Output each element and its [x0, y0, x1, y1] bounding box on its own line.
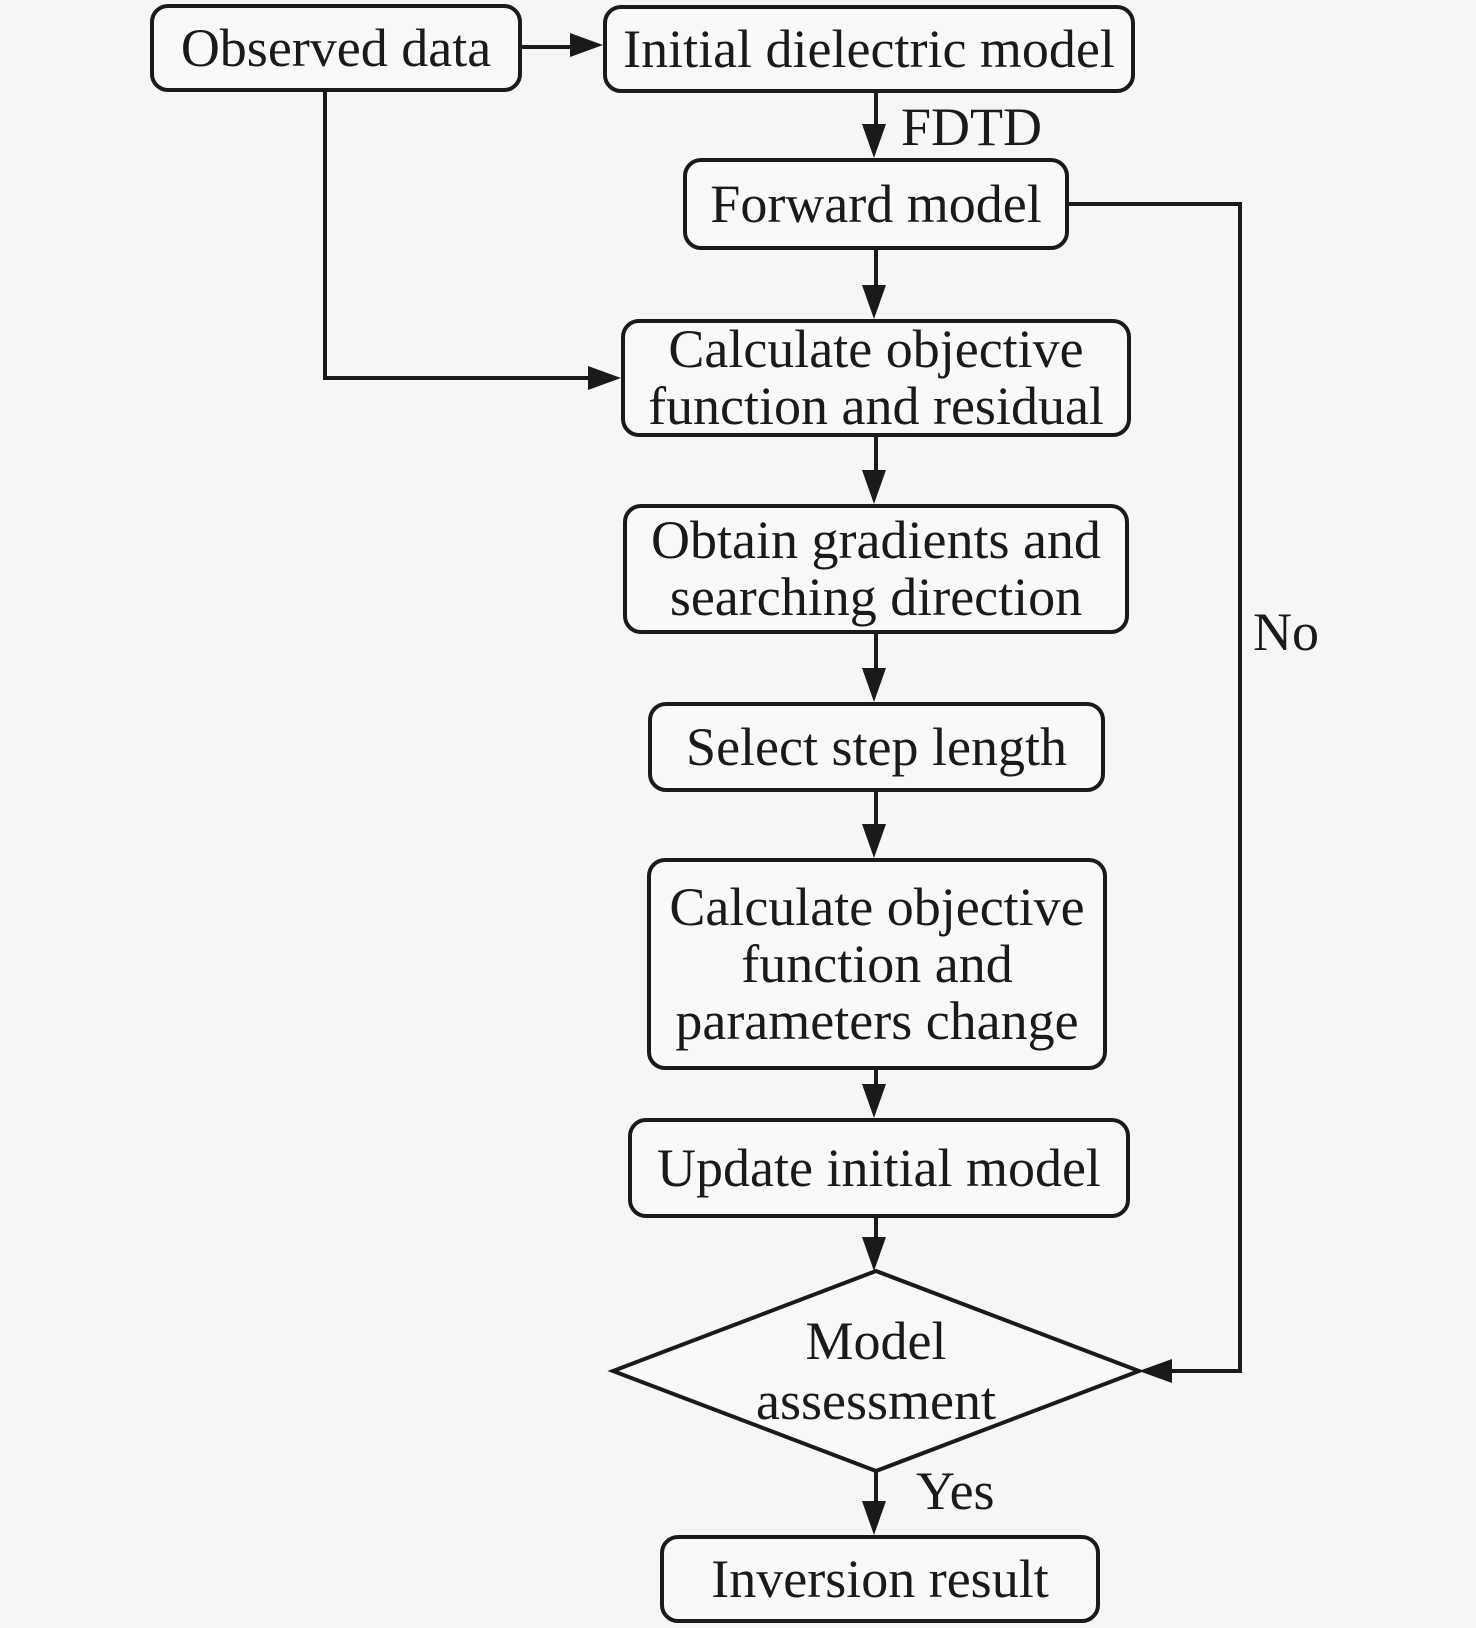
edge-no-loop-top-line	[1069, 202, 1242, 206]
arrowhead-down-icon	[862, 1084, 886, 1118]
arrowhead-down-icon	[862, 1237, 886, 1271]
arrowhead-down-icon	[862, 824, 886, 858]
node-update-initial-model: Update initial model	[628, 1118, 1130, 1218]
edge-step-to-change-line	[874, 792, 878, 825]
edge-no-loop-vertical-line	[1238, 202, 1242, 1373]
arrowhead-down-icon	[862, 285, 886, 319]
node-observed-data: Observed data	[150, 4, 522, 92]
node-calculate-objective-parameters: Calculate objective function and paramet…	[647, 858, 1107, 1070]
arrowhead-right-icon	[570, 33, 603, 57]
edge-observed-to-initial-line	[522, 45, 572, 49]
edge-no-loop-bottom-line	[1172, 1369, 1242, 1373]
node-initial-dielectric-model: Initial dielectric model	[603, 5, 1135, 93]
node-model-assessment: Model assessment	[756, 1311, 996, 1431]
edge-gradients-to-step-line	[874, 634, 878, 669]
node-forward-model: Forward model	[683, 158, 1069, 250]
edge-change-to-update-line	[874, 1070, 878, 1085]
edge-update-to-assessment-line	[874, 1218, 878, 1238]
arrowhead-down-icon	[862, 1501, 886, 1535]
edge-label-yes: Yes	[916, 1461, 995, 1521]
node-obtain-gradients: Obtain gradients and searching direction	[623, 504, 1129, 634]
node-select-step-length: Select step length	[648, 702, 1105, 792]
edge-forward-to-residual-line	[874, 250, 878, 286]
arrowhead-down-icon	[862, 124, 886, 158]
arrowhead-down-icon	[862, 668, 886, 702]
node-inversion-result: Inversion result	[660, 1535, 1100, 1623]
edge-observed-feed-vertical-line	[323, 90, 327, 380]
edge-residual-to-gradients-line	[874, 437, 878, 471]
node-calculate-objective-residual: Calculate objective function and residua…	[621, 319, 1131, 437]
edge-initial-to-forward-line	[874, 92, 878, 126]
arrowhead-left-icon	[1139, 1359, 1172, 1383]
edge-label-no: No	[1253, 602, 1319, 662]
arrowhead-right-icon	[588, 366, 621, 390]
edge-observed-feed-horizontal-line	[323, 376, 588, 380]
edge-label-fdtd: FDTD	[901, 97, 1043, 157]
arrowhead-down-icon	[862, 470, 886, 504]
edge-assessment-to-result-line	[874, 1471, 878, 1502]
